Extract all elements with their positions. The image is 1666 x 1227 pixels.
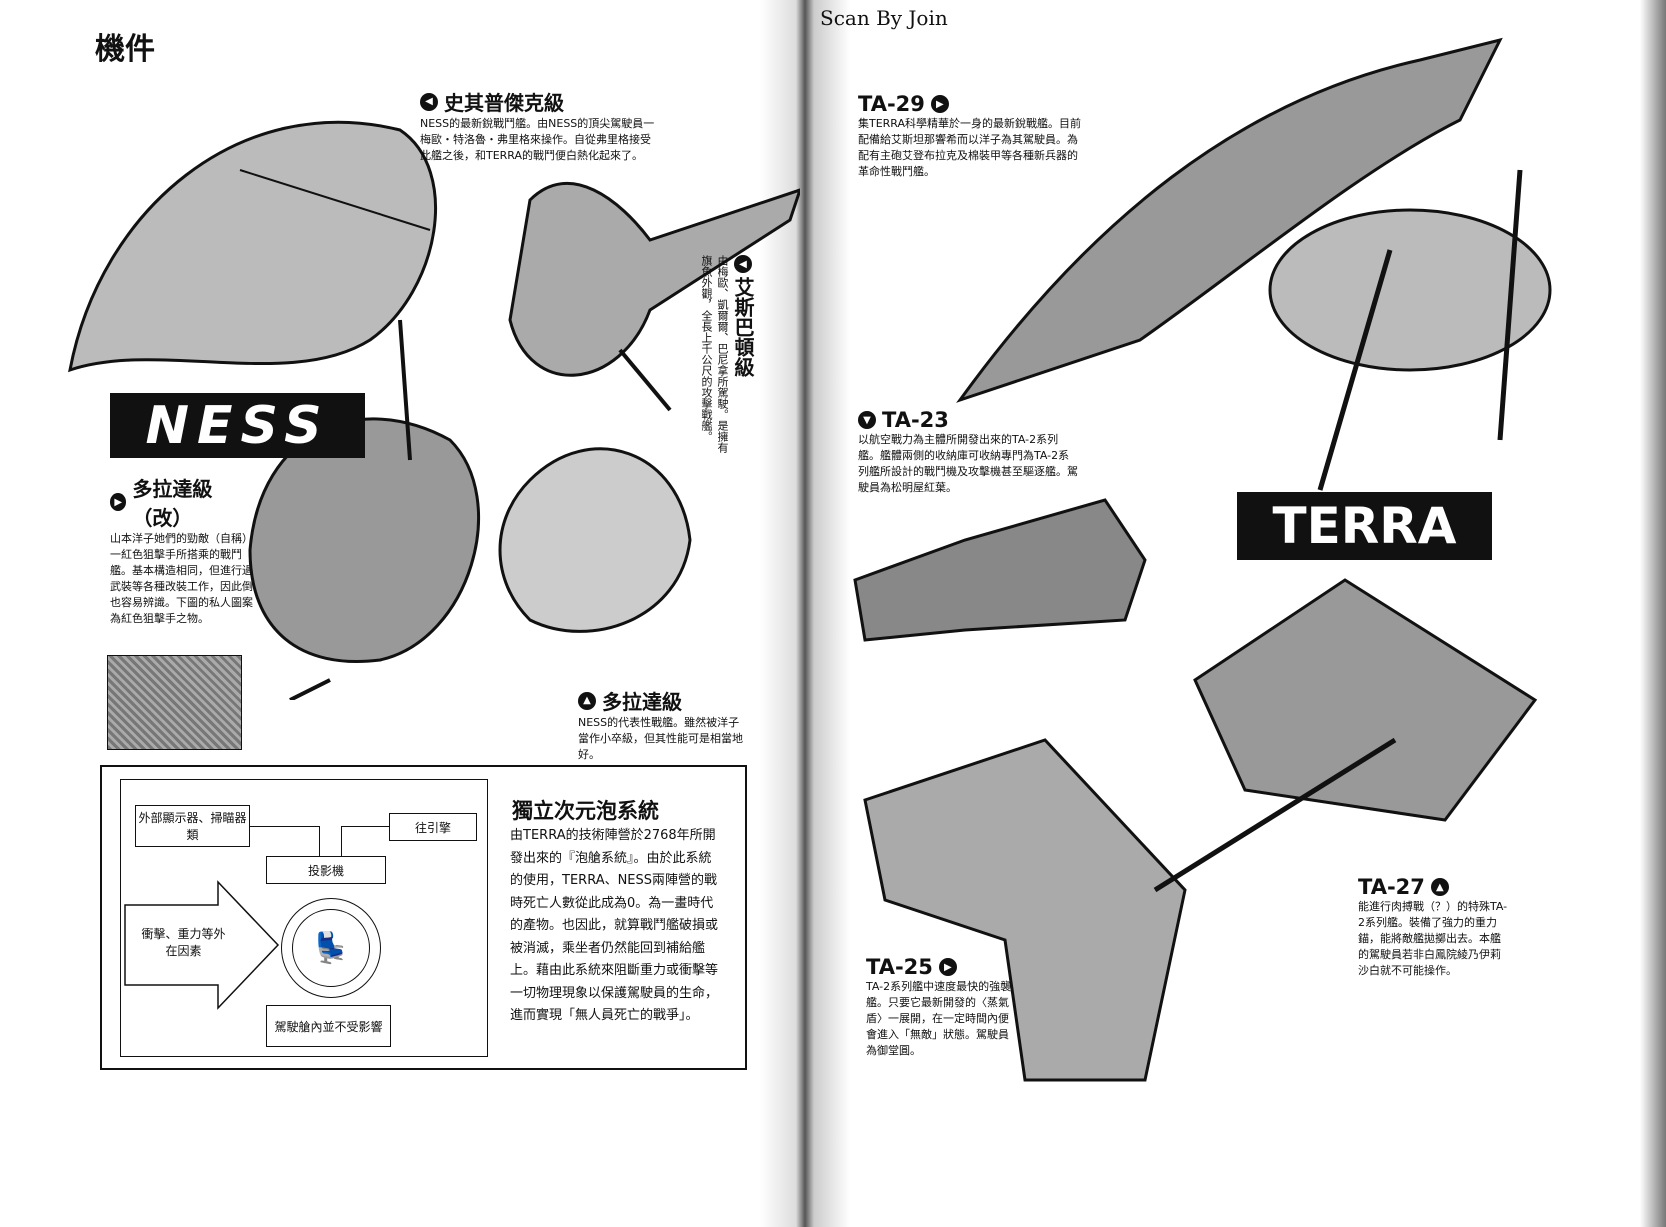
ta23-title: TA-23: [882, 408, 949, 432]
dorado-caption: ▲ 多拉達級 NESS的代表性戰艦。雖然被洋子當作小卒級，但其性能可是相當地好。: [578, 686, 743, 763]
ta25-text: TA-2系列艦中速度最快的強襲艦。只要它最新開發的〈蒸氣盾〉一展開，在一定時間內…: [866, 980, 1012, 1057]
dorado-kai-title: 多拉達級（改）: [132, 477, 213, 530]
ta27-ta25-ship-illustration: [863, 578, 1538, 1082]
page-edge: [1640, 0, 1666, 1227]
arrow-down-icon: ▼: [858, 411, 876, 429]
skipjack-title: 史其普傑克級: [444, 91, 564, 115]
arrow-right-icon: ▶: [930, 95, 949, 113]
dorado-title: 多拉達級: [602, 690, 682, 714]
ta27-text: 能進行肉搏戰（？）的特殊TA-2系列艦。裝備了強力的重力錨，能將敵艦拋擲出去。本…: [1358, 900, 1508, 977]
skipjack-ship-illustration: [68, 120, 438, 373]
bubble-title: 獨立次元泡系統: [512, 799, 659, 823]
espada-ship-illustration: [508, 181, 800, 412]
dorado-kai-caption: ▶ 多拉達級（改） 山本洋子她們的勁敵（自稱）一紅色狙擊手所搭乘的戰鬥艦。基本構造…: [110, 473, 260, 627]
terra-logo: TERRA: [1237, 492, 1492, 560]
dorado-ship-illustration: [248, 319, 692, 700]
arrow-right-icon: ▶: [938, 958, 957, 976]
ta27-caption: TA-27 ▲ 能進行肉搏戰（？）的特殊TA-2系列艦。裝備了強力的重力錨，能將敵…: [1358, 875, 1508, 979]
ta29-caption: TA-29 ▶ 集TERRA科學精華於一身的最新銳戰艦。目前配備給艾斯坦那響希而以…: [858, 92, 1083, 180]
diagram-display-box: 外部顯示器、掃瞄器類: [135, 805, 250, 847]
arrow-up-icon: ▲: [1430, 878, 1449, 896]
diagram-impact-label: 衝擊、重力等外在因素: [141, 927, 226, 958]
ta27-title: TA-27: [1358, 875, 1425, 899]
diagram-engine-box: 往引擎: [389, 813, 477, 841]
ta25-title: TA-25: [866, 955, 933, 979]
pilot-seat-icon: 💺: [292, 909, 370, 987]
arrow-down-icon: ◀: [734, 255, 752, 273]
dorado-text: NESS的代表性戰艦。雖然被洋子當作小卒級，但其性能可是相當地好。: [578, 716, 743, 761]
ta23-ship-illustration: [853, 498, 1147, 642]
ta23-caption: ▼ TA-23 以航空戰力為主體所開發出來的TA-2系列艦。艦體兩側的收納庫可收納…: [858, 408, 1078, 496]
bubble-system-panel: 外部顯示器、掃瞄器類 往引擎 投影機 衝擊、重力等外在因素 💺 駕駛艙內並不受影…: [100, 765, 747, 1070]
dorado-kai-text: 山本洋子她們的勁敵（自稱）一紅色狙擊手所搭乘的戰鬥艦。基本構造相同，但進行過武裝…: [110, 532, 253, 625]
diagram-cockpit-box: 駕駛艙內並不受影響: [266, 1005, 391, 1047]
espada-title: 艾斯巴頓級: [731, 277, 755, 377]
ta29-ship-illustration: [956, 37, 1552, 491]
arrow-right-icon: ▶: [110, 493, 127, 511]
bubble-text: 由TERRA的技術陣營於2768年所開發出來的『泡艙系統』。由於此系統的使用，T…: [510, 828, 719, 1023]
ness-logo: NESS: [110, 393, 365, 458]
ta25-caption: TA-25 ▶ TA-2系列艦中速度最快的強襲艦。只要它最新開發的〈蒸氣盾〉一展開…: [866, 955, 1016, 1059]
arrow-up-icon: ▲: [578, 691, 596, 710]
diagram-projector-box: 投影機: [266, 856, 386, 884]
scanner-credit: Scan By Join: [820, 6, 948, 30]
skipjack-text: NESS的最新銳戰鬥艦。由NESS的頂尖駕駛員一梅歐・特洛魯・弗里格來操作。自從…: [420, 117, 655, 162]
arrow-left-icon: ◀: [420, 92, 438, 111]
bubble-cockpit-circle: 💺: [281, 898, 381, 998]
skipjack-caption: ◀ 史其普傑克級 NESS的最新銳戰鬥艦。由NESS的頂尖駕駛員一梅歐・特洛魯・弗…: [420, 87, 660, 164]
espada-caption: ◀ 艾斯巴頓級 由梅歐、凱爾爾、巴尼拿所駕駛。是擁有旗魚外觀，全長上千公尺的攻擊戰…: [698, 255, 755, 455]
ta29-title: TA-29: [858, 92, 925, 116]
red-sniper-emblem-image: [107, 655, 242, 750]
ta29-text: 集TERRA科學精華於一身的最新銳戰艦。目前配備給艾斯坦那響希而以洋子為其駕駛員…: [858, 117, 1082, 178]
impact-arrow-icon: [124, 880, 280, 1010]
espada-text: 由梅歐、凱爾爾、巴尼拿所駕駛。是擁有旗魚外觀，全長上千公尺的攻擊戰艦。: [700, 255, 729, 453]
ta23-text: 以航空戰力為主體所開發出來的TA-2系列艦。艦體兩側的收納庫可收納專門為TA-2…: [858, 433, 1078, 494]
page-title: 機件: [95, 32, 155, 67]
bubble-diagram: 外部顯示器、掃瞄器類 往引擎 投影機 衝擊、重力等外在因素 💺 駕駛艙內並不受影…: [120, 779, 488, 1057]
